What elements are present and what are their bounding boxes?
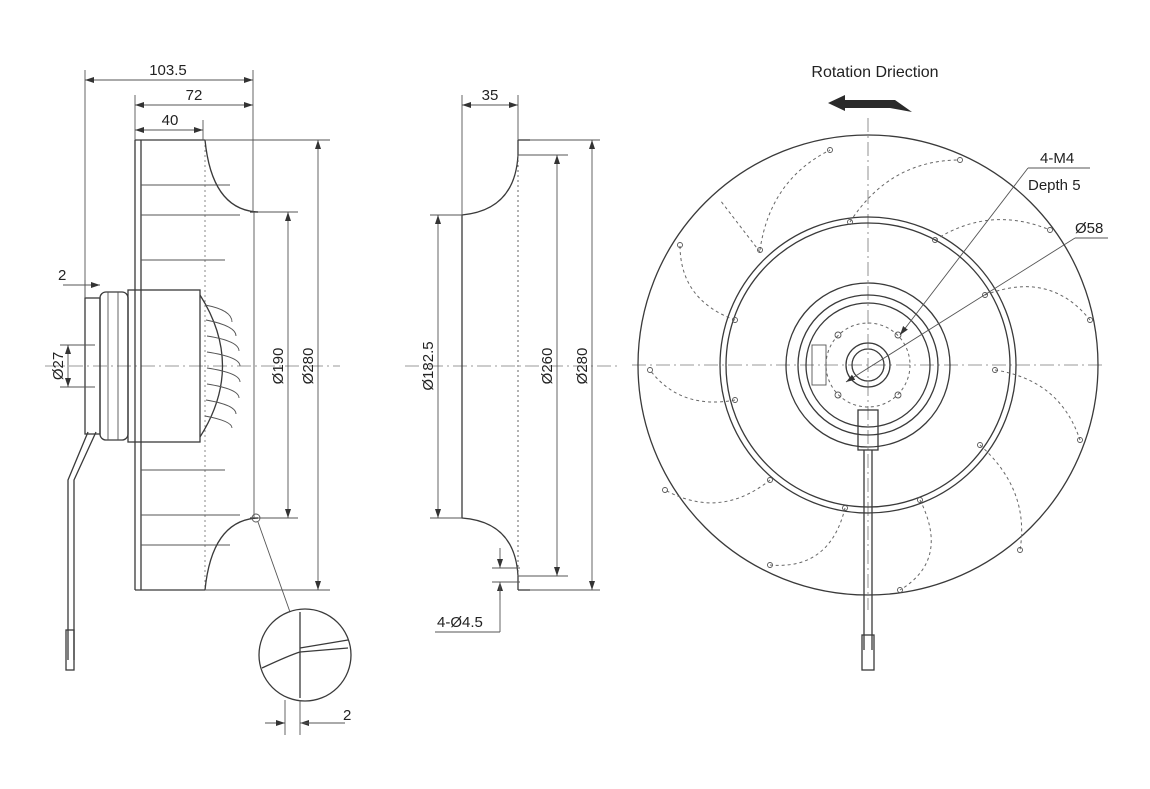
flange-depth-dim: 35 bbox=[482, 87, 499, 104]
mounting-holes-dim: 4-Ø4.5 bbox=[437, 614, 483, 631]
inlet-depth-dim: 40 bbox=[162, 112, 179, 129]
impeller-depth-dim: 72 bbox=[186, 87, 203, 104]
inlet-circle bbox=[719, 216, 1017, 514]
motor-hub-ring bbox=[797, 294, 939, 436]
hub-center-circle bbox=[845, 342, 891, 388]
blade-rivets bbox=[647, 147, 1093, 593]
thread-label: 4-M4 bbox=[1040, 150, 1074, 167]
outer-dia-dim: Ø280 bbox=[300, 348, 317, 385]
inlet-ring-view: 35 Ø182.5 Ø260 Ø280 4-Ø4.5 bbox=[405, 87, 620, 633]
blade-profile-lines bbox=[141, 184, 240, 546]
overall-depth-dim: 103.5 bbox=[149, 62, 187, 79]
inlet-inner-circle bbox=[725, 222, 1011, 508]
shaft-dia-dim: Ø27 bbox=[50, 352, 67, 380]
thread-depth-label: Depth 5 bbox=[1028, 177, 1081, 194]
motor-fins-outline bbox=[199, 294, 224, 438]
cable-exit bbox=[857, 409, 879, 451]
detail-gap-dim: 2 bbox=[343, 707, 351, 724]
shroud-bottom-curve bbox=[204, 517, 259, 591]
motor-hub-inner bbox=[805, 302, 931, 428]
shroud-top-curve bbox=[204, 139, 259, 213]
ring-outer-dia-dim: Ø280 bbox=[574, 348, 591, 385]
motor-fins bbox=[204, 304, 241, 429]
motor-label-plate bbox=[811, 344, 827, 386]
motor-body bbox=[127, 289, 201, 443]
detail-marker bbox=[251, 513, 261, 523]
impeller-blades bbox=[649, 149, 1091, 591]
rotation-direction-label: Rotation Driection bbox=[811, 64, 938, 81]
motor-hub-outer bbox=[785, 282, 951, 448]
side-view: 103.5 72 40 2 Ø27 Ø190 Ø280 bbox=[45, 62, 352, 735]
inlet-ring-profile bbox=[461, 140, 519, 590]
outer-shroud-circle bbox=[637, 134, 1099, 596]
detail-view bbox=[258, 608, 352, 702]
hole-circle-dia-dim: Ø260 bbox=[539, 348, 556, 385]
m4-holes bbox=[834, 331, 902, 399]
hub-circle-dia-label: Ø58 bbox=[1075, 220, 1103, 237]
cable-end bbox=[65, 629, 75, 671]
motor-step-dim: 2 bbox=[58, 267, 66, 284]
bore-dia-dim: Ø182.5 bbox=[420, 341, 437, 390]
cable bbox=[67, 431, 89, 660]
rotation-arrow-icon bbox=[828, 95, 912, 112]
front-cable-end bbox=[861, 634, 875, 671]
inlet-dia-dim: Ø190 bbox=[270, 348, 287, 385]
front-view: Rotation Driection bbox=[632, 64, 1108, 671]
shaft-circle bbox=[851, 348, 885, 382]
thread-bolt-circle bbox=[825, 322, 911, 408]
